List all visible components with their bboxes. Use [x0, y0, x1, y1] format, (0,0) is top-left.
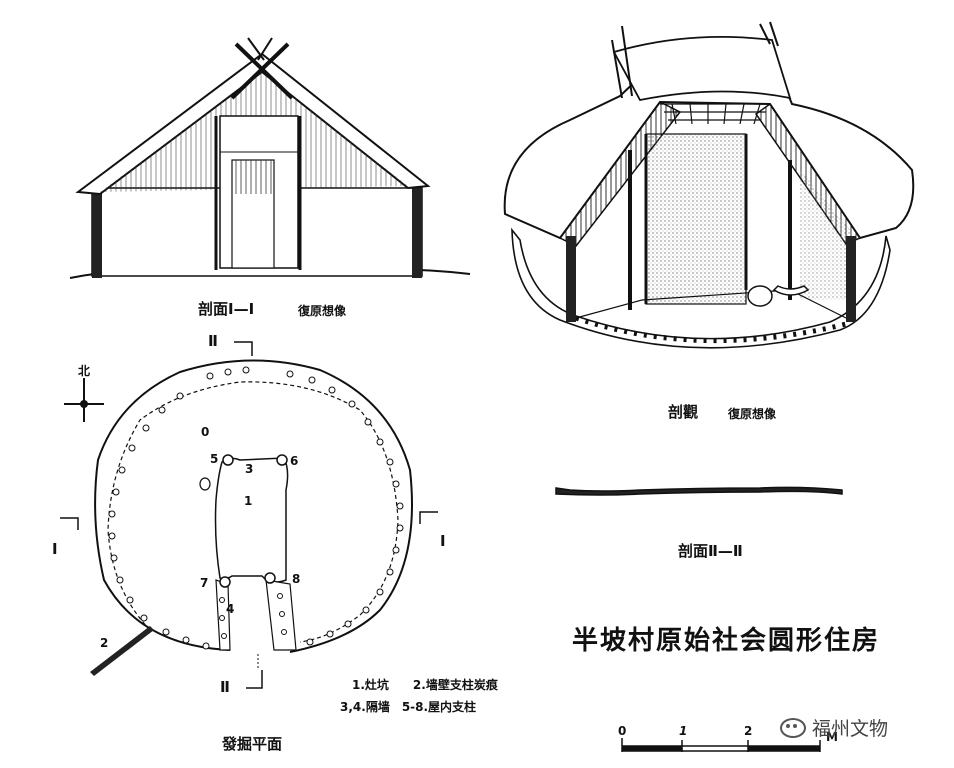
section-side-caption: 剖面Ⅱ—Ⅱ	[678, 542, 743, 560]
scale-tick-1: 1	[679, 724, 688, 738]
scale-bar	[621, 738, 821, 752]
section-front-caption: 剖面Ⅰ—Ⅰ	[198, 300, 255, 318]
wechat-icon	[780, 717, 806, 738]
plan-number-8: 8	[292, 572, 301, 586]
cut-I-right-label: Ⅰ	[440, 532, 446, 550]
plan-number-5: 5	[210, 452, 219, 466]
plan-drawing	[60, 341, 438, 689]
scale-unit: M	[826, 730, 838, 744]
watermark: 福州文物	[780, 714, 888, 741]
cut-I-left-label: Ⅰ	[52, 540, 58, 558]
watermark-text: 福州文物	[812, 718, 889, 740]
plan-caption: 發掘平面	[222, 735, 283, 753]
plan-number-0: 0	[201, 425, 210, 439]
scale-tick-2: 2	[744, 724, 753, 738]
cutaway-caption: 剖觀	[668, 403, 699, 421]
plan-number-2: 2	[100, 636, 109, 650]
section-front-note: 復原想像	[298, 304, 347, 318]
plan-number-3: 3	[245, 462, 254, 476]
section-front-drawing	[69, 37, 471, 279]
plan-number-7: 7	[200, 576, 209, 590]
scale-tick-0: 0	[618, 724, 627, 738]
cut-II-bottom-label: Ⅱ	[220, 678, 230, 696]
plan-number-4: 4	[226, 602, 235, 616]
section-side-drawing	[555, 486, 843, 496]
main-title: 半坡村原始社会圆形住房	[572, 626, 881, 656]
plan-number-1: 1	[244, 494, 253, 508]
legend-line-1: 1.灶坑 2.墙壁支柱炭痕	[352, 678, 498, 692]
plan-number-6: 6	[290, 454, 299, 468]
legend-line-2: 3,4.隔墙 5-8.屋内支柱	[340, 700, 477, 714]
cutaway-note: 復原想像	[728, 407, 777, 421]
cutaway-drawing	[503, 21, 915, 349]
cut-II-top-label: Ⅱ	[208, 332, 218, 350]
north-label: 北	[78, 364, 91, 378]
